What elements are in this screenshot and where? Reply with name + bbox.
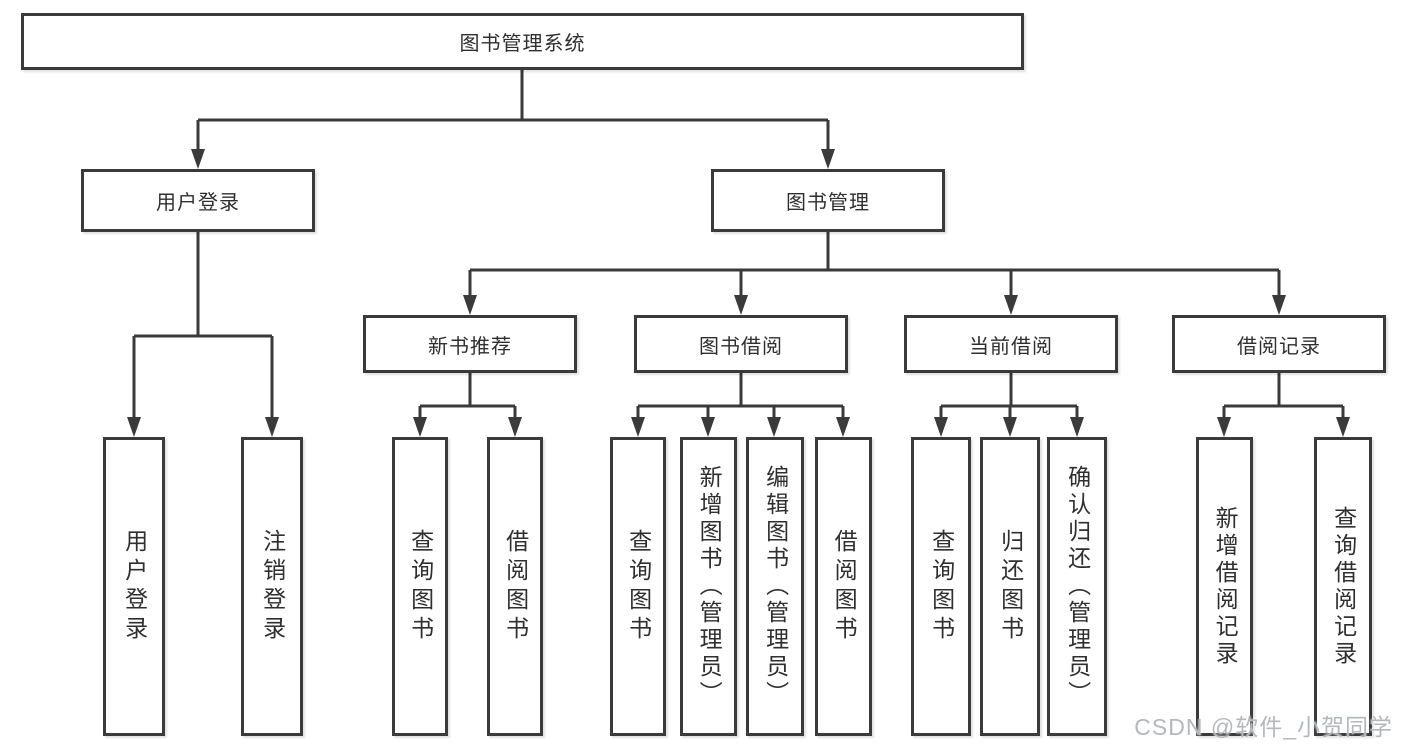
node-book-management: 图书管理 <box>711 169 945 232</box>
node-label: 借阅图书 <box>502 528 529 645</box>
node-user-login: 用户登录 <box>81 169 315 232</box>
leaf-borrow-books-recommend: 借阅图书 <box>487 437 543 736</box>
node-label: 用户登录 <box>156 192 240 214</box>
node-label: 借阅记录 <box>1237 335 1321 358</box>
csdn-watermark: CSDN @软件_小贺同学 <box>1134 714 1393 740</box>
node-label: 新增借阅记录 <box>1212 505 1239 668</box>
node-label: 查询图书 <box>928 528 955 645</box>
node-label: 查询图书 <box>625 528 652 645</box>
node-label: 查询借阅记录 <box>1330 505 1357 668</box>
leaf-query-books-recommend: 查询图书 <box>392 437 448 736</box>
node-label: 注销登录 <box>259 528 286 645</box>
node-label: 编辑图书（管理员） <box>762 465 789 708</box>
node-new-book-recommend: 新书推荐 <box>363 315 577 373</box>
leaf-user-login: 用户登录 <box>103 437 165 736</box>
leaf-confirm-return-admin: 确认归还（管理员） <box>1047 437 1107 736</box>
leaf-logout: 注销登录 <box>241 437 303 736</box>
node-label: 归还图书 <box>997 528 1024 645</box>
node-label: 用户登录 <box>121 528 148 645</box>
node-book-borrow: 图书借阅 <box>634 315 848 373</box>
node-label: 图书借阅 <box>699 335 783 358</box>
leaf-borrow-books: 借阅图书 <box>815 437 872 736</box>
node-label: 借阅图书 <box>831 528 858 645</box>
node-borrow-records: 借阅记录 <box>1172 315 1386 373</box>
node-label: 当前借阅 <box>969 335 1053 358</box>
node-label: 图书管理系统 <box>459 33 586 55</box>
leaf-add-borrow-record: 新增借阅记录 <box>1196 437 1253 736</box>
leaf-query-borrow-record: 查询借阅记录 <box>1314 437 1372 736</box>
leaf-query-books-current: 查询图书 <box>911 437 971 736</box>
node-label: 新书推荐 <box>428 335 512 358</box>
node-label: 图书管理 <box>786 192 870 214</box>
leaf-add-books-admin: 新增图书（管理员） <box>680 437 737 736</box>
node-current-borrow: 当前借阅 <box>904 315 1118 373</box>
node-label: 新增图书（管理员） <box>696 465 723 708</box>
leaf-return-books: 归还图书 <box>980 437 1040 736</box>
node-root-library-system: 图书管理系统 <box>21 13 1024 70</box>
leaf-edit-books-admin: 编辑图书（管理员） <box>746 437 804 736</box>
node-label: 确认归还（管理员） <box>1064 465 1091 708</box>
node-label: 查询图书 <box>407 528 434 645</box>
leaf-query-books-borrow: 查询图书 <box>610 437 666 736</box>
